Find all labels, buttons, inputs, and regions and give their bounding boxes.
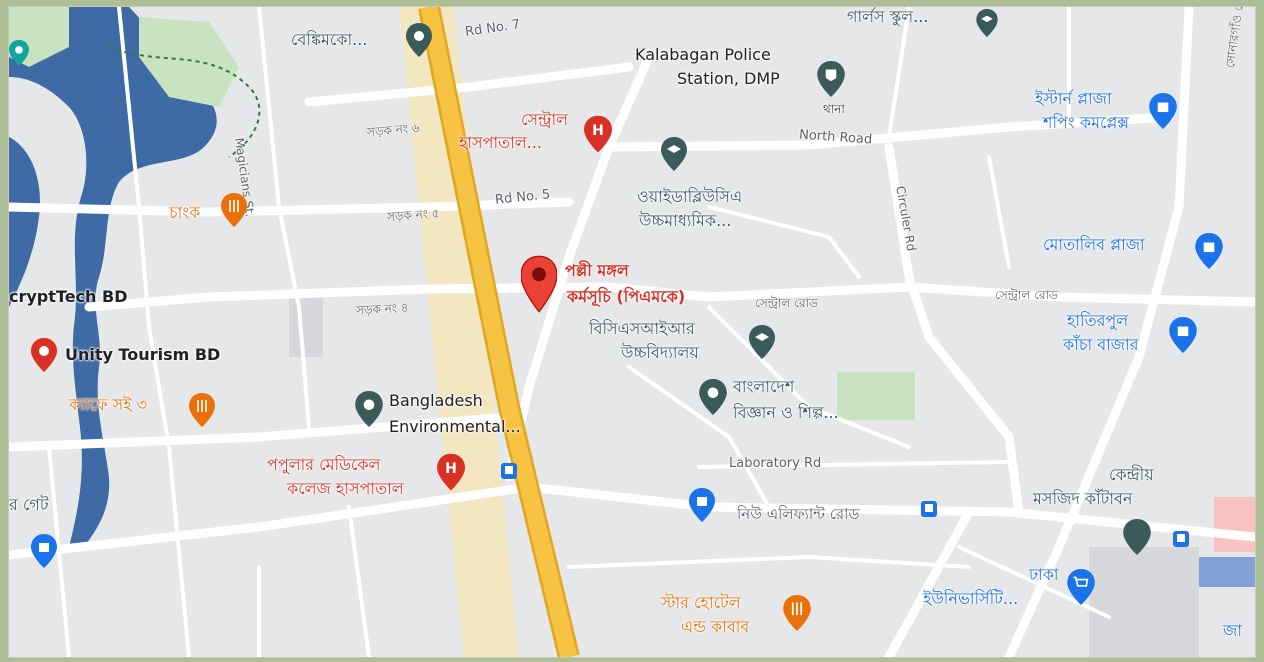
- poi-pms-label-2[interactable]: কর্মসূচি (পিএমকে): [567, 287, 686, 306]
- road-label-laboratory-rd: Laboratory Rd: [729, 456, 822, 471]
- restaurant-icon[interactable]: [189, 393, 215, 427]
- road-label-sarak-4: সড়ক নং ৪: [355, 300, 409, 318]
- selected-map-pin-icon[interactable]: [521, 255, 557, 313]
- poi-bankimko-label[interactable]: বেঙ্কিমকো...: [291, 30, 368, 49]
- poi-ywca-label-2[interactable]: উচ্চমাধ্যমিক...: [639, 211, 732, 230]
- shopping-bag-icon[interactable]: [1149, 93, 1177, 129]
- road-label-central-road-1: সেন্ট্রাল রোড: [755, 296, 818, 310]
- poi-bd-env-label-1[interactable]: Bangladesh: [389, 391, 483, 410]
- poi-hatirpool-label-1[interactable]: হাতিরপুল: [1067, 311, 1129, 330]
- poi-kendriya-label-1[interactable]: কেন্দ্রীয়: [1109, 465, 1154, 484]
- poi-ywca-label-1[interactable]: ওয়াইডাব্লিউসিএ: [637, 187, 743, 206]
- map-base-layer: [9, 7, 1255, 657]
- poi-bcsir-label-1[interactable]: বিসিএসআইআর: [589, 319, 695, 338]
- poi-kalabagan-label-1[interactable]: Kalabagan Police: [635, 45, 771, 64]
- map-canvas[interactable]: Rd No. 7 Magicians St. সড়ক নং ৬ North R…: [8, 6, 1256, 658]
- poi-bd-sci-label-1[interactable]: বাংলাদেশ: [733, 377, 795, 396]
- poi-bd-env-label-2[interactable]: Environmental...: [389, 417, 521, 436]
- police-icon[interactable]: [817, 61, 845, 97]
- poi-star-hotel-label-1[interactable]: স্টার হোটেল: [661, 593, 741, 612]
- poi-pms-label-1[interactable]: পল্লী মঙ্গল: [565, 261, 629, 280]
- poi-hatirpool-label-2[interactable]: কাঁচা বাজার: [1063, 335, 1139, 354]
- poi-bd-sci-label-2[interactable]: বিজ্ঞান ও শিল্প...: [733, 403, 839, 422]
- map-pin-icon[interactable]: [699, 379, 727, 415]
- poi-eastern-plaza-label-2[interactable]: শপিং কমপ্লেক্স: [1043, 113, 1130, 132]
- poi-gate-label[interactable]: র গেট: [9, 495, 49, 514]
- bus-stop-icon[interactable]: [501, 463, 517, 479]
- poi-crypttech-label[interactable]: cryptTech BD: [9, 287, 128, 306]
- map-pin-icon[interactable]: [406, 23, 432, 57]
- poi-dhaka-uni-label-1[interactable]: ঢাকা: [1029, 565, 1059, 584]
- poi-ja-label[interactable]: জা: [1223, 621, 1242, 640]
- shopping-cart-icon[interactable]: [1067, 569, 1095, 605]
- bus-stop-icon[interactable]: [1173, 531, 1189, 547]
- restaurant-icon[interactable]: [783, 595, 811, 631]
- poi-kendriya-label-2[interactable]: মসজিদ কাঁটাবন: [1033, 489, 1133, 508]
- hospital-icon[interactable]: H: [437, 453, 465, 491]
- school-icon[interactable]: [749, 325, 775, 359]
- tourist-icon[interactable]: [31, 337, 57, 373]
- svg-text:H: H: [592, 123, 604, 139]
- poi-cafe-soi-label[interactable]: ক্যাফে সই ৩: [69, 395, 148, 414]
- poi-kalabagan-label-2[interactable]: Station, DMP: [677, 69, 780, 88]
- poi-star-hotel-label-2[interactable]: এন্ড কাবাব: [681, 617, 750, 636]
- school-icon[interactable]: [661, 137, 687, 171]
- poi-unity-tourism-label[interactable]: Unity Tourism BD: [65, 345, 221, 364]
- poi-dhaka-uni-label-2[interactable]: ইউনিভার্সিটি...: [923, 589, 1019, 608]
- poi-central-hospital-label-1[interactable]: সেন্ট্রাল: [521, 110, 569, 129]
- shopping-bag-icon[interactable]: [31, 533, 57, 569]
- road-label-central-road-2: সেন্ট্রাল রোড: [995, 288, 1058, 302]
- map-pin-icon[interactable]: [9, 37, 29, 69]
- bus-stop-icon[interactable]: [921, 501, 937, 517]
- restaurant-icon[interactable]: [221, 193, 247, 227]
- poi-popular-label-2[interactable]: কলেজ হাসপাতাল: [287, 479, 404, 498]
- school-icon[interactable]: [975, 9, 999, 37]
- svg-text:H: H: [445, 461, 457, 477]
- road-label-new-elephant-road: নিউ এলিফ্যান্ট রোড: [737, 505, 860, 523]
- shopping-bag-icon[interactable]: [1169, 317, 1197, 353]
- poi-bcsir-label-2[interactable]: উচ্চবিদ্যালয়: [621, 343, 699, 362]
- map-pin-icon[interactable]: [355, 391, 383, 427]
- mosque-icon[interactable]: [1123, 519, 1151, 555]
- poi-chank-label[interactable]: চাংক: [169, 203, 201, 222]
- poi-eastern-plaza-label-1[interactable]: ইস্টার্ন প্লাজা: [1035, 89, 1112, 108]
- poi-popular-label-1[interactable]: পপুলার মেডিকেল: [267, 455, 381, 474]
- hospital-icon[interactable]: H: [584, 115, 612, 153]
- poi-central-hospital-label-2[interactable]: হাসপাতাল...: [459, 133, 542, 152]
- shopping-bag-icon[interactable]: [1195, 233, 1223, 269]
- poi-thana-label: থানা: [823, 102, 845, 116]
- shopping-bag-icon[interactable]: [689, 487, 715, 523]
- poi-girls-school-label[interactable]: গার্লস স্কুল...: [847, 7, 929, 26]
- poi-motalib-plaza-label[interactable]: মোতালিব প্লাজা: [1043, 235, 1145, 254]
